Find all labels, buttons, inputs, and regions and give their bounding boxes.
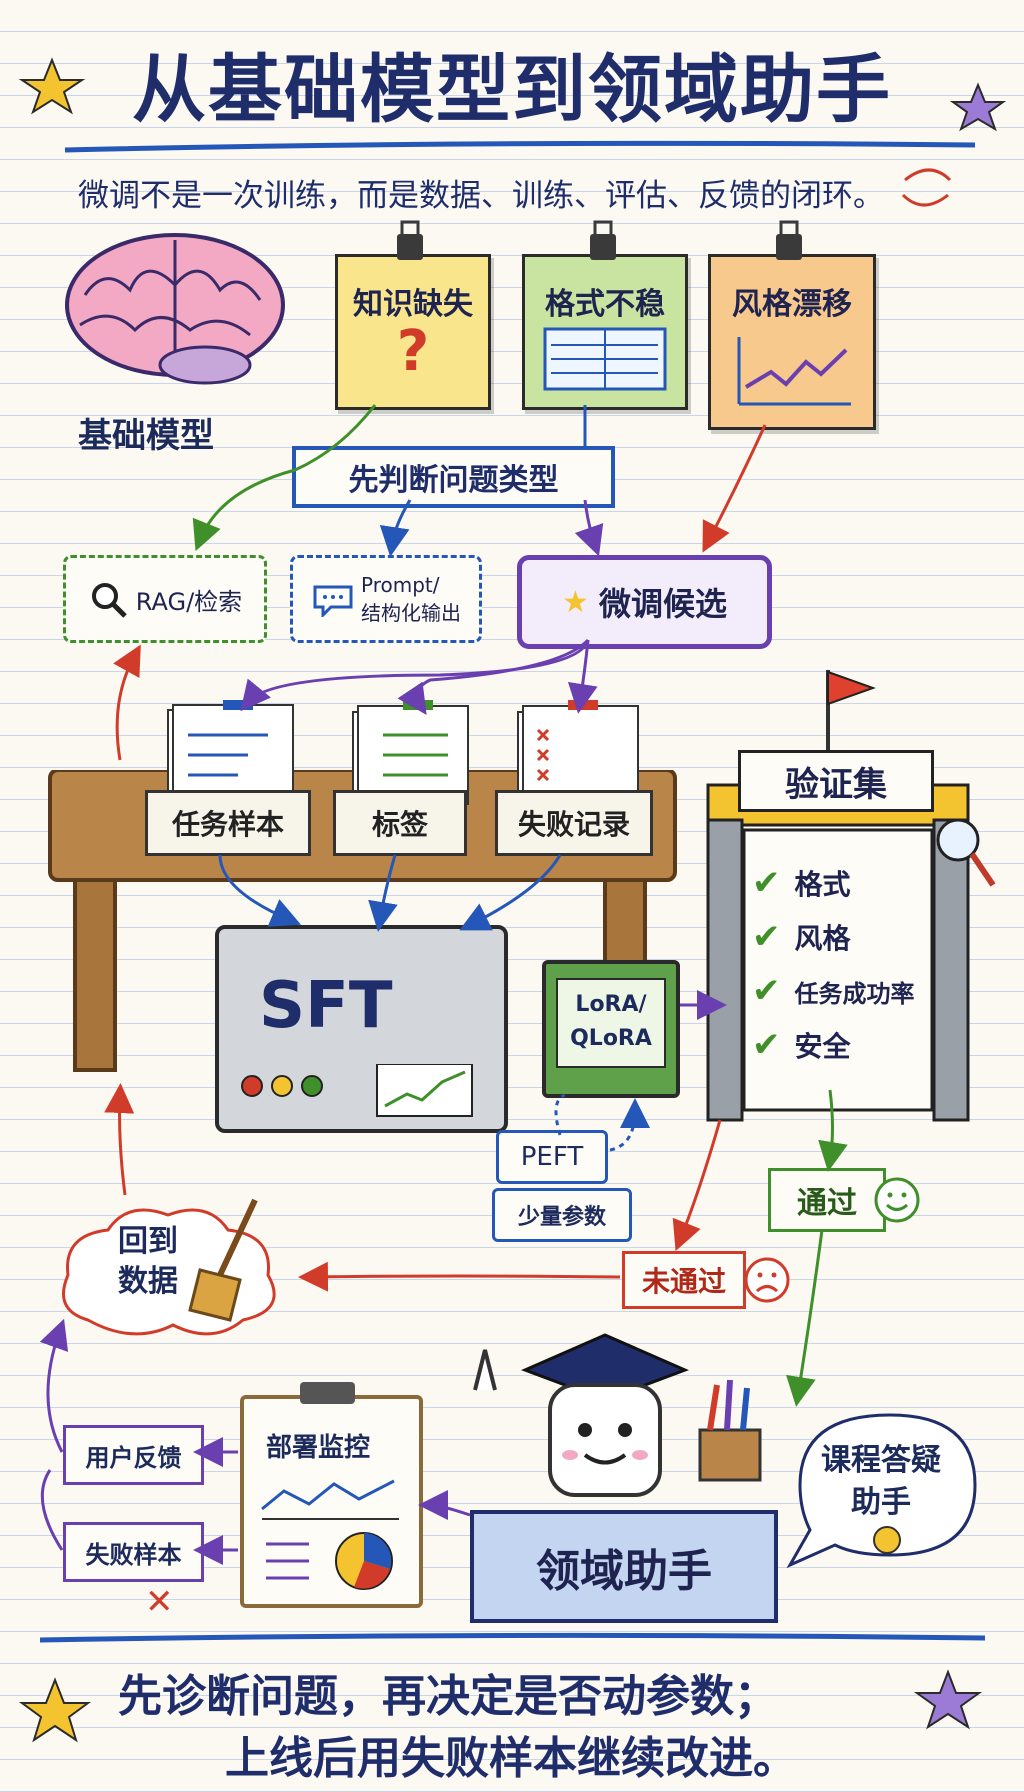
star-icon xyxy=(18,57,86,115)
monitor-label: 部署监控 xyxy=(266,1433,371,1463)
problem-label: 知识缺失 xyxy=(353,287,473,322)
table-icon xyxy=(543,327,667,391)
option-rag-label: RAG/检索 xyxy=(135,587,243,616)
clipboard-clip xyxy=(300,1382,355,1404)
decide-problem-type: 先判断问题类型 xyxy=(292,446,615,508)
validation-gate xyxy=(706,670,996,1122)
failure-samples: 失败样本 xyxy=(63,1522,204,1582)
crate-task-samples: 任务样本 xyxy=(145,790,311,856)
fail-label: 未通过 xyxy=(622,1251,746,1309)
problem-note-knowledge: 知识缺失 ? xyxy=(335,254,491,410)
option-prompt-line2: 结构化输出 xyxy=(361,601,461,625)
back-to-data-line1: 回到 xyxy=(118,1224,178,1259)
back-to-data-line2: 数据 xyxy=(118,1264,178,1299)
indicator-lights xyxy=(241,1064,473,1117)
problem-label: 格式不稳 xyxy=(545,287,665,322)
lora-chip: LoRA/ QLoRA xyxy=(542,960,680,1098)
pass-label: 通过 xyxy=(768,1168,886,1232)
option-prompt-line1: Prompt/ xyxy=(361,573,440,597)
crate-labels: 标签 xyxy=(333,790,467,856)
page-title: 从基础模型到领域助手 xyxy=(132,47,892,133)
domain-assistant: 领域助手 xyxy=(470,1510,778,1623)
option-finetune: ★ 微调候选 xyxy=(517,555,772,649)
crate-failure-records: 失败记录 xyxy=(495,790,653,856)
assistant-example-line1: 课程答疑 xyxy=(821,1443,941,1478)
option-prompt: Prompt/ 结构化输出 xyxy=(290,555,482,643)
check-item: 格式 xyxy=(794,868,851,901)
validation-checklist: ✔ 格式 ✔ 风格 ✔ 任务成功率 ✔ 安全 xyxy=(752,856,915,1072)
robot-assistant xyxy=(473,1333,762,1497)
brain-icon xyxy=(65,233,285,385)
broom-icon xyxy=(188,1198,258,1322)
validation-title: 验证集 xyxy=(738,750,934,812)
star-icon xyxy=(949,82,1007,132)
star-icon xyxy=(18,1677,92,1743)
check-item: 风格 xyxy=(794,922,851,955)
star-icon: ★ xyxy=(562,584,589,620)
checkmark-icon: ✔ xyxy=(752,917,781,957)
assistant-example-line2: 助手 xyxy=(851,1485,911,1520)
search-icon xyxy=(91,583,127,618)
star-icon xyxy=(913,1669,983,1730)
base-model-label: 基础模型 xyxy=(78,416,214,456)
checkmark-icon: ✔ xyxy=(752,863,781,903)
smile-icon xyxy=(874,1177,920,1223)
magnifier-icon xyxy=(936,818,980,862)
problem-note-format: 格式不稳 xyxy=(522,254,688,410)
option-finetune-label: 微调候选 xyxy=(598,585,727,623)
summary-line-1: 先诊断问题，再决定是否动参数； xyxy=(118,1671,778,1722)
lora-label-1: LoRA/ xyxy=(575,992,647,1017)
speech-bubble xyxy=(786,1413,977,1569)
peft-box: PEFT xyxy=(496,1130,608,1184)
problem-label: 风格漂移 xyxy=(732,287,852,322)
assistant-example: 课程答疑 助手 xyxy=(806,1440,956,1524)
trend-chart-icon xyxy=(737,337,851,406)
lora-label-2: QLoRA xyxy=(570,1026,652,1051)
checkmark-icon: ✔ xyxy=(752,1025,781,1065)
option-rag: RAG/检索 xyxy=(63,555,267,643)
cross-icon: ✕ xyxy=(145,1582,174,1622)
back-to-data: 回到 数据 xyxy=(118,1222,178,1302)
question-mark-icon: ? xyxy=(396,319,430,384)
user-feedback: 用户反馈 xyxy=(63,1425,204,1485)
subtitle: 微调不是一次训练，而是数据、训练、评估、反馈的闭环。 xyxy=(78,178,884,214)
sad-face-icon xyxy=(744,1257,790,1303)
problem-note-style: 风格漂移 xyxy=(708,254,876,430)
check-item: 安全 xyxy=(794,1030,851,1063)
chat-bubble-icon xyxy=(313,585,353,617)
monitor-charts-icon xyxy=(261,1479,399,1590)
summary-line-2: 上线后用失败样本继续改进。 xyxy=(225,1733,797,1784)
sft-label: SFT xyxy=(259,969,393,1043)
peft-note-box: 少量参数 xyxy=(492,1188,632,1242)
binder-clips xyxy=(397,220,802,260)
sft-machine: SFT xyxy=(215,925,508,1133)
checkmark-icon: ✔ xyxy=(752,971,781,1011)
check-item: 任务成功率 xyxy=(794,979,915,1008)
